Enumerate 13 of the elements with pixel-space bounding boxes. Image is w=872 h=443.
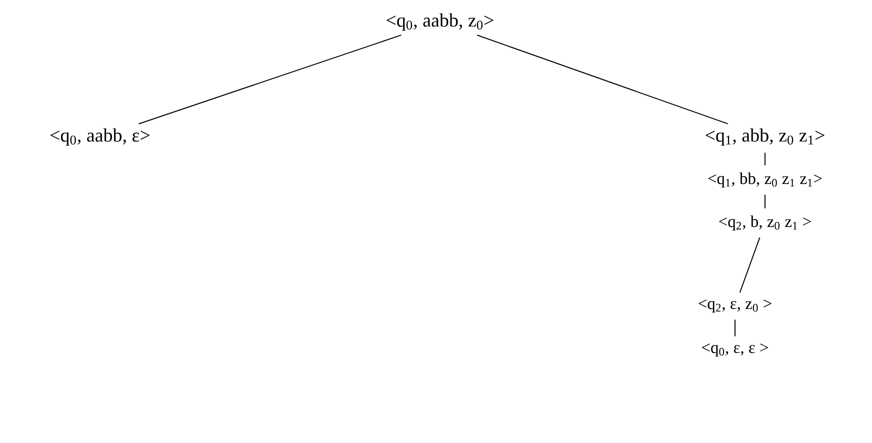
tree-line xyxy=(138,34,402,124)
state-label: <q$_{1}$, bb, z$_{0}$ z$_{1}$ z$_{1}$> xyxy=(708,172,822,188)
state-label: <q$_{1}$, abb, z$_{0}$ z$_{1}$> xyxy=(706,128,824,146)
tree-line xyxy=(739,236,760,294)
tree-line xyxy=(734,319,736,337)
state-label: <q$_{2}$, b, z$_{0}$ z$_{1}$ > xyxy=(719,216,811,230)
tree-line xyxy=(764,152,766,166)
tree-line xyxy=(476,34,728,124)
state-label: <q$_{0}$, aabb, z$_{0}$> xyxy=(386,13,494,31)
tree-line xyxy=(764,194,766,209)
state-label: <q$_{0}$, aabb, ε> xyxy=(50,128,150,146)
state-label: <q$_{2}$, ε, z$_{0}$ > xyxy=(698,300,772,312)
state-label: <q$_{0}$, ε, ε > xyxy=(702,344,768,356)
